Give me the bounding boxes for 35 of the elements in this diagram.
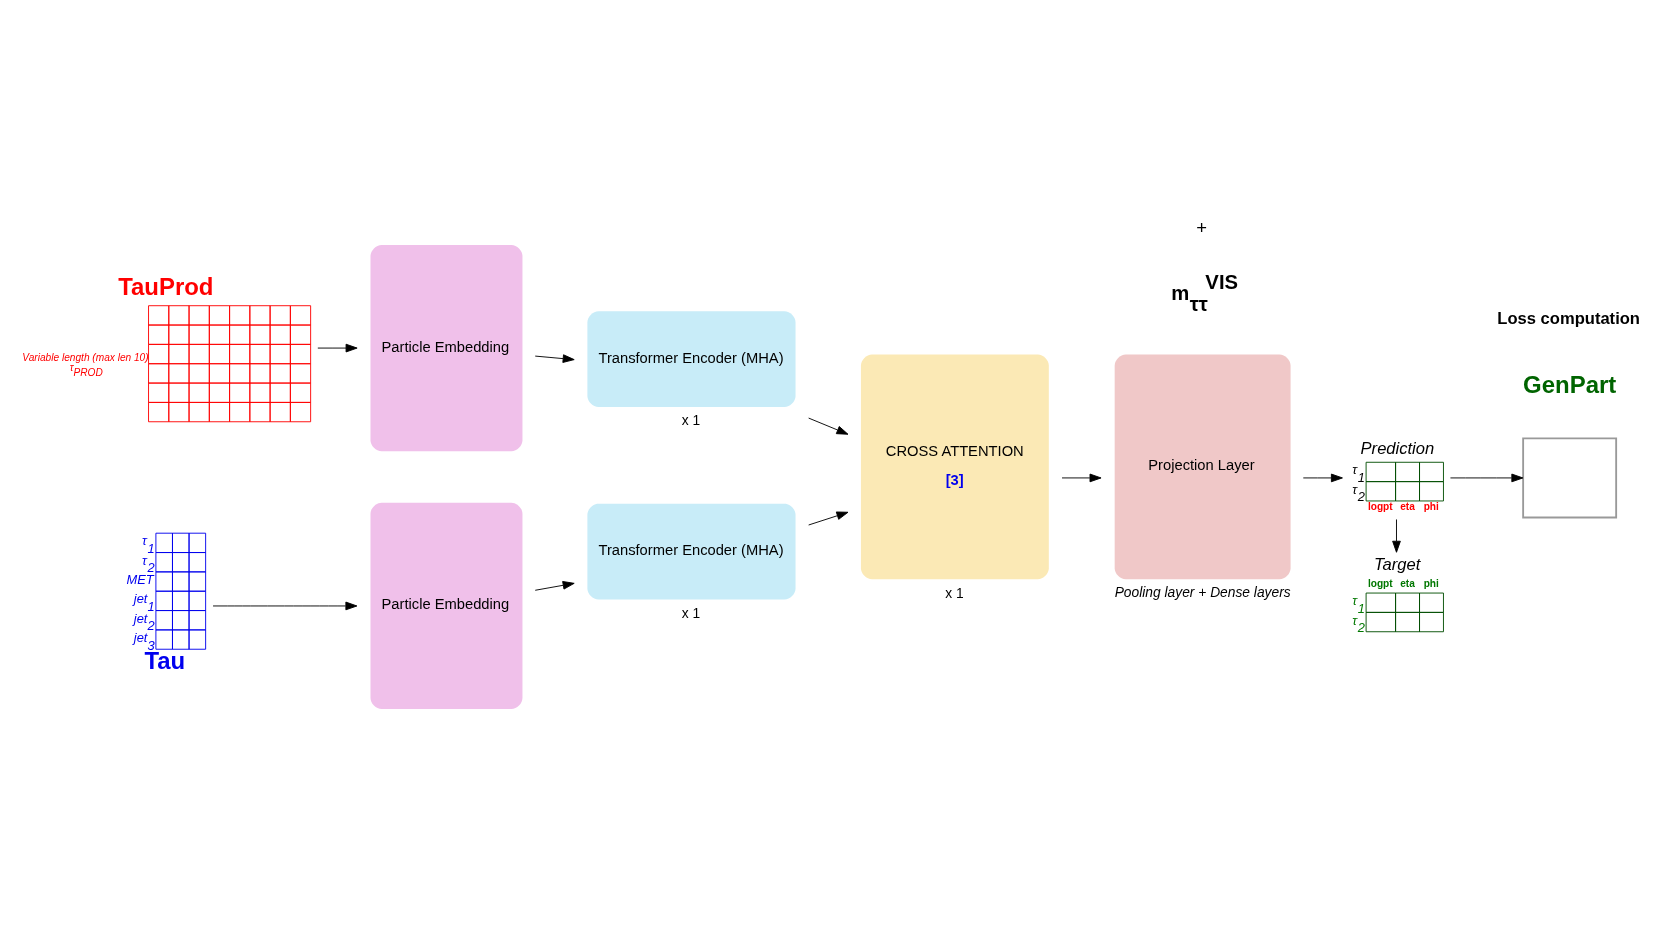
label: Loss computation xyxy=(1497,308,1640,328)
node-label: Pooling layer + Dense layers xyxy=(1114,583,1291,600)
node-box: Transformer Encoder (MHA) xyxy=(587,503,796,599)
arrow xyxy=(317,343,358,352)
node-label: x 1 xyxy=(945,584,964,601)
node-label: logpt xyxy=(1367,577,1393,589)
arrow xyxy=(534,580,575,591)
node-box: CROSS ATTENTION [3] xyxy=(860,354,1049,579)
arrow xyxy=(808,511,849,525)
arrow xyxy=(808,417,849,435)
arrow xyxy=(212,601,358,610)
arrow xyxy=(1392,518,1401,553)
node-label: MET xyxy=(126,571,154,587)
node-label: eta xyxy=(1400,500,1415,512)
node-box: Transformer Encoder (MHA) xyxy=(587,310,796,407)
arrow xyxy=(534,353,575,363)
node-label: logpt xyxy=(1367,500,1393,512)
node-label: phi xyxy=(1423,500,1439,512)
label: + xyxy=(1196,216,1207,238)
node-box: Particle Embedding xyxy=(370,502,523,709)
node-label: eta xyxy=(1400,577,1415,589)
arrow xyxy=(1450,473,1524,482)
node-label: TauProd xyxy=(118,272,214,300)
node-label: x 1 xyxy=(681,604,701,621)
node-label: x 1 xyxy=(681,411,701,428)
node-label: Variable length (max len 10) xyxy=(22,351,149,363)
node-box xyxy=(1522,436,1618,518)
node-box: Projection Layer xyxy=(1114,354,1291,579)
arrow xyxy=(1061,473,1102,482)
arrow xyxy=(1302,473,1343,482)
node-box: Particle Embedding xyxy=(370,244,523,451)
node-label: Prediction xyxy=(1360,438,1435,458)
node-label: Target xyxy=(1373,554,1421,574)
label: GenPart xyxy=(1523,370,1617,398)
node-label: phi xyxy=(1423,577,1439,589)
